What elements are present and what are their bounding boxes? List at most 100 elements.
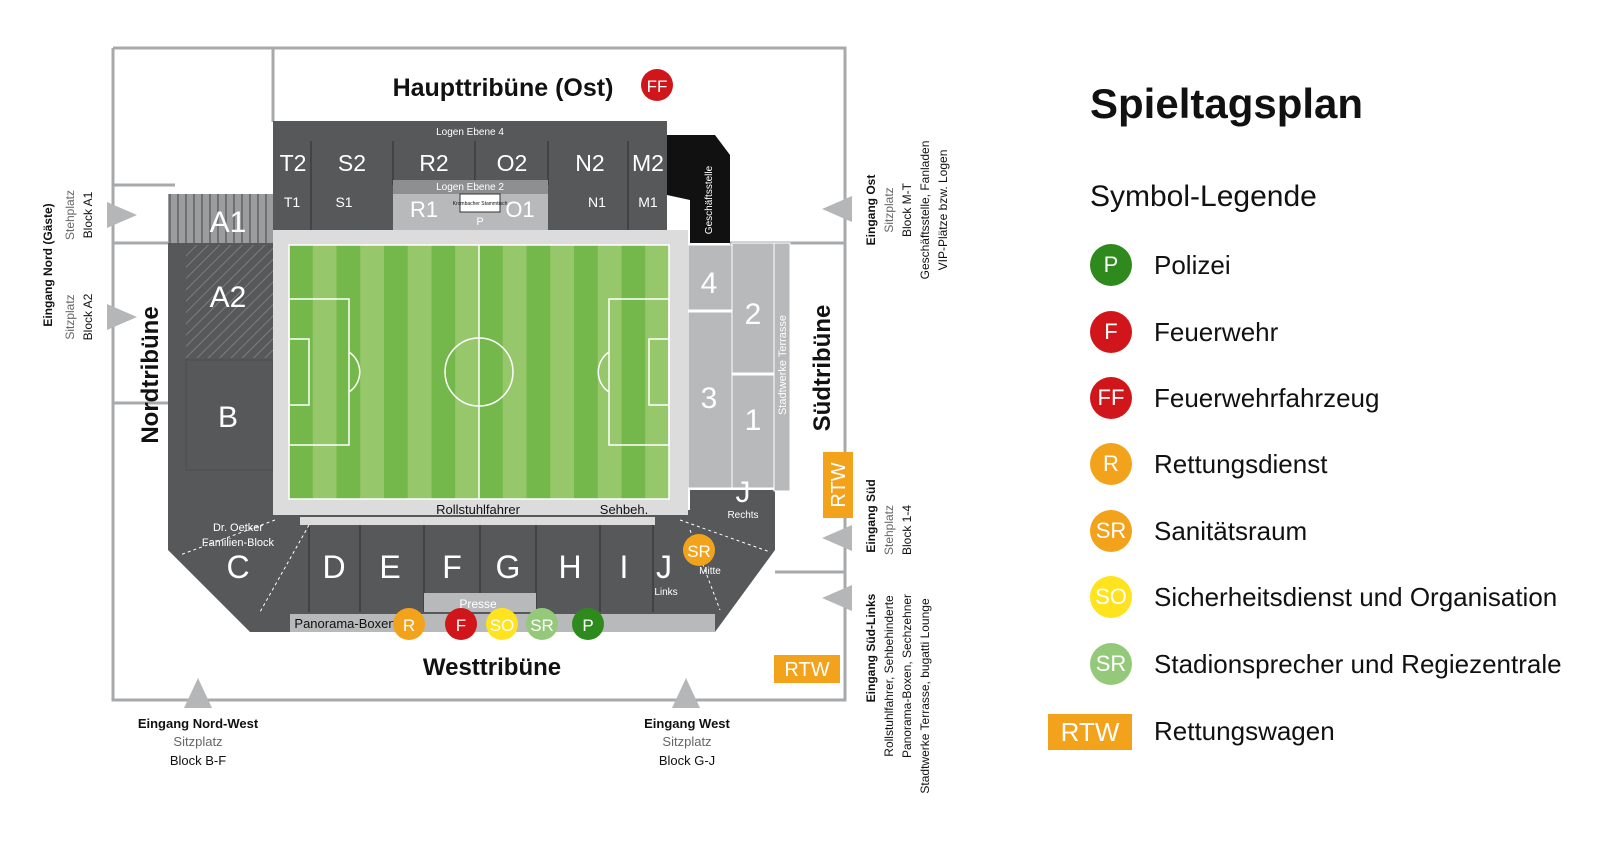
legend-item-stadionsprecher: SR Stadionsprecher und Regiezentrale [1090, 643, 1590, 687]
rescue-symbol-icon: R [1090, 443, 1132, 485]
legend-label: Sicherheitsdienst und Organisation [1154, 582, 1558, 612]
marker-sr-mitte: SR [683, 534, 715, 566]
legend-item-feuerwehr: F Feuerwehr [1090, 311, 1590, 355]
block-a2-area [186, 245, 273, 358]
pitch-stripe [360, 245, 385, 499]
west-stand-bowl [168, 243, 775, 632]
svg-text:R: R [403, 616, 415, 635]
block-4-label: 4 [701, 267, 718, 300]
block-t2-label: T2 [280, 150, 307, 176]
svg-text:RTW: RTW [784, 659, 829, 681]
block-m1-label: M1 [638, 194, 658, 210]
arrow-left-icon [822, 196, 852, 222]
svg-text:Block G-J: Block G-J [659, 753, 715, 768]
block-c-label: C [226, 549, 249, 585]
familien-label-1: Dr. Oetker [213, 522, 263, 534]
rtw-southwest: RTW [774, 655, 840, 683]
block-d-label: D [322, 549, 345, 585]
legend-label: Polizei [1154, 250, 1231, 280]
first-aid-room-symbol-icon: SR [1090, 510, 1132, 552]
legend-label: Stadionsprecher und Regiezentrale [1154, 649, 1562, 679]
block-o2-label: O2 [497, 150, 528, 176]
rollstuhl-label: Rollstuhlfahrer [436, 502, 520, 517]
arrow-right-icon [107, 304, 137, 330]
fire-vehicle-symbol-icon: FF [1090, 377, 1132, 419]
pitch-stripe [526, 245, 551, 499]
svg-text:Rollstuhlfahrer, Sehbehinderte: Rollstuhlfahrer, Sehbehinderte [882, 595, 896, 757]
svg-text:Stehplatz: Stehplatz [63, 190, 77, 240]
svg-text:SO: SO [490, 616, 515, 635]
svg-text:Eingang West: Eingang West [644, 716, 730, 731]
stadtwerke-terrasse [773, 242, 791, 492]
svg-text:RTW: RTW [828, 462, 850, 507]
svg-text:P: P [582, 616, 593, 635]
svg-text:Block M-T: Block M-T [900, 182, 914, 237]
block-j-links-label: J [656, 549, 672, 585]
west-stand-title: Westtribüne [423, 654, 561, 681]
block-m2-label: M2 [632, 150, 664, 176]
svg-text:Geschäftsstelle, Fanladen: Geschäftsstelle, Fanladen [918, 141, 932, 280]
pitch-stripe [384, 245, 409, 499]
legend-label: Rettungswagen [1154, 716, 1335, 746]
block-s2-label: S2 [338, 150, 366, 176]
legend-item-rettungsdienst: R Rettungsdienst [1090, 443, 1590, 487]
familien-label-2: Familien-Block [202, 537, 275, 549]
legend-label: Sanitätsraum [1154, 516, 1308, 546]
block-r2-label: R2 [419, 150, 448, 176]
arrow-icons [107, 196, 852, 708]
svg-text:Eingang Süd: Eingang Süd [864, 479, 878, 552]
svg-text:FF: FF [647, 77, 668, 96]
legend-panel: Spieltagsplan Symbol-Legende P Polizei F… [1048, 0, 1590, 850]
east-upper-row [273, 141, 667, 185]
block-n2-label: N2 [575, 150, 604, 176]
legend-subtitle: Symbol-Legende [1090, 180, 1317, 213]
svg-text:Block 1-4: Block 1-4 [900, 505, 914, 555]
block-s1-label: S1 [335, 194, 352, 210]
block-2-label: 2 [745, 298, 762, 331]
east-stand-title: Haupttribüne (Ost) [393, 74, 614, 102]
block-i-label: I [620, 549, 629, 585]
mitte-label: Mitte [699, 566, 721, 577]
block-1-label: 1 [745, 404, 762, 437]
svg-text:Sitzplatz: Sitzplatz [63, 294, 77, 339]
presse-box [424, 593, 536, 612]
entrance-west: Eingang West Sitzplatz Block G-J [644, 716, 730, 768]
block-4-area [687, 244, 733, 311]
entrance-ost: Eingang Ost Sitzplatz Block M-T Geschäft… [864, 141, 950, 280]
south-stand-title: Südtribüne [809, 305, 836, 432]
pitch-stripe [621, 245, 646, 499]
block-a1-area [168, 194, 273, 243]
block-b-label: B [218, 401, 238, 434]
pitch-stripe [502, 245, 527, 499]
block-n1-label: N1 [588, 194, 606, 210]
block-j-rechts-label: J [736, 476, 751, 509]
svg-text:Eingang Ost: Eingang Ost [864, 175, 878, 246]
block-a1-label: A1 [210, 206, 247, 239]
block-e-label: E [379, 549, 400, 585]
fire-symbol-icon: F [1090, 311, 1132, 353]
speaker-symbol-icon: SR [1090, 643, 1132, 685]
block-f-label: F [442, 549, 462, 585]
pitch-stripe [597, 245, 622, 499]
block-1-area [731, 374, 775, 489]
marker-so-west: SO [486, 608, 518, 640]
krombacher-box [459, 193, 501, 213]
police-symbol-icon: P [1090, 244, 1132, 286]
geschaeftsstelle-label: Geschäftsstelle [704, 165, 715, 234]
rechts-label: Rechts [727, 510, 758, 521]
block-t1-label: T1 [284, 194, 301, 210]
marker-ff-east: FF [641, 69, 673, 101]
svg-text:Sitzplatz: Sitzplatz [662, 734, 711, 749]
arrow-up-icon [672, 678, 700, 708]
arrow-right-icon [107, 202, 137, 228]
svg-text:SR: SR [687, 542, 711, 561]
block-g-label: G [496, 549, 521, 585]
legend-item-rettungswagen: RTW Rettungswagen [1048, 710, 1590, 754]
pitch-stripe [312, 245, 337, 499]
legend-label: Feuerwehr [1154, 317, 1279, 347]
svg-text:Panorama-Boxen, Sechzehner: Panorama-Boxen, Sechzehner [900, 594, 914, 758]
legend-title: Spieltagsplan [1090, 80, 1364, 127]
pitch-stripe [479, 245, 504, 499]
pitch-stripe [455, 245, 480, 499]
panorama-label: Panorama-Boxen [294, 616, 395, 631]
